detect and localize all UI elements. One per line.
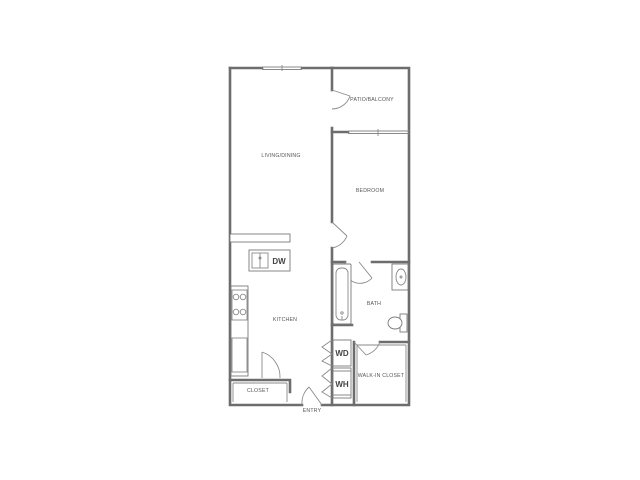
room-label-living: LIVING/DINING <box>261 153 300 159</box>
kitchen-door <box>261 351 281 379</box>
room-label-closet: CLOSET <box>247 388 270 394</box>
bathtub <box>332 263 352 325</box>
room-label-bath: BATH <box>367 301 381 307</box>
kitchen-island <box>229 233 291 272</box>
walkin-closet-walls <box>352 340 407 407</box>
room-label-entry: ENTRY <box>303 408 322 414</box>
bedroom-wall <box>330 130 411 264</box>
room-label-walkin: WALK-IN CLOSET <box>358 373 405 379</box>
room-label-bedroom: BEDROOM <box>356 188 384 194</box>
toilet <box>387 313 408 333</box>
water-heater-label: WH <box>335 380 349 389</box>
utility-closets <box>321 323 352 407</box>
bath-sink <box>391 263 409 291</box>
exterior-walls <box>228 66 411 407</box>
room-label-kitchen: KITCHEN <box>273 317 297 323</box>
patio-door <box>331 89 351 110</box>
room-label-patio: PATIO/BALCONY <box>350 97 394 103</box>
walkin-door <box>353 341 381 356</box>
washer-dryer-label: WD <box>335 349 349 358</box>
dishwasher-label: DW <box>272 257 286 266</box>
entry-door <box>301 386 323 406</box>
closet <box>228 378 292 402</box>
kitchen-counter <box>230 285 249 377</box>
bedroom-door <box>331 221 348 249</box>
living-sliding-door <box>262 65 302 71</box>
